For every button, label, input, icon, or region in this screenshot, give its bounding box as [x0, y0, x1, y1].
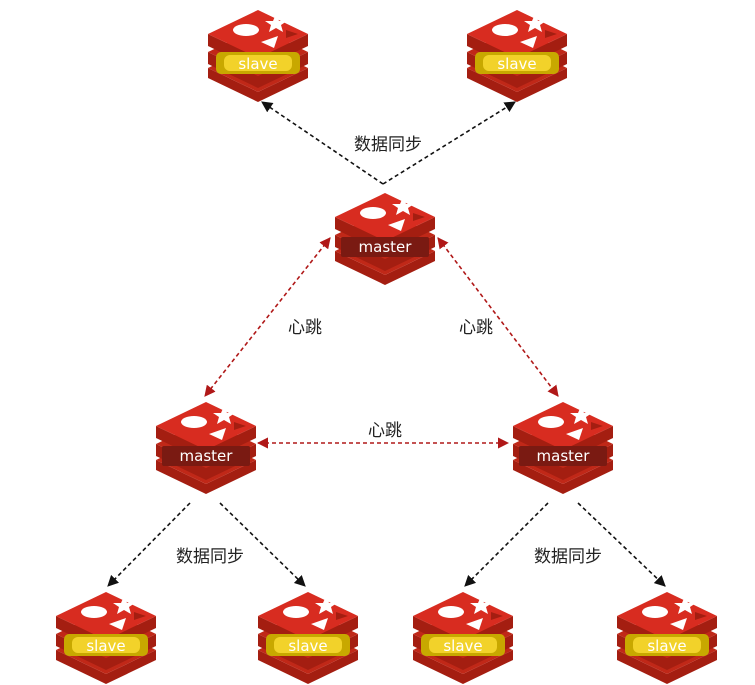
logo-triangle-icon: [520, 36, 537, 48]
logo-ellipse-icon: [81, 606, 107, 618]
logo-wedge-icon: [545, 30, 557, 38]
logo-wedge-icon: [491, 612, 503, 620]
slave-band-highlight: [72, 637, 140, 653]
logo-wedge-icon: [695, 612, 707, 620]
slave-label: slave: [647, 637, 686, 655]
logo-triangle-icon: [466, 618, 483, 630]
cube-layer-bottom: [156, 460, 256, 494]
edge-labels: 数据同步 心跳 心跳 心跳 数据同步 数据同步: [176, 135, 602, 567]
sync-label-left: 数据同步: [176, 547, 244, 567]
redis-node-top-slave-right: slave: [467, 10, 567, 102]
cube-layer-bottom: [413, 650, 513, 684]
slave-band-highlight: [224, 55, 292, 71]
logo-ellipse-icon: [283, 606, 309, 618]
logo-star-icon: [113, 596, 135, 614]
sync-edge-left-slave-2: [219, 502, 306, 587]
master-label: master: [180, 447, 234, 465]
slave-label: slave: [288, 637, 327, 655]
logo-ellipse-icon: [233, 24, 259, 36]
logo-star-icon: [524, 14, 546, 32]
slave-band-highlight: [633, 637, 701, 653]
logo-wedge-icon: [336, 612, 348, 620]
slave-label: slave: [238, 55, 277, 73]
logo-ellipse-icon: [438, 606, 464, 618]
cube-layer-bottom: [467, 68, 567, 102]
logo-star-icon: [470, 596, 492, 614]
sync-label-top: 数据同步: [354, 135, 422, 155]
logo-ellipse-icon: [360, 207, 386, 219]
sync-edge-top-slave-left: [261, 101, 384, 185]
logo-wedge-icon: [413, 213, 425, 221]
logo-ellipse-icon: [538, 416, 564, 428]
logo-star-icon: [315, 596, 337, 614]
cube-layer-bottom: [335, 251, 435, 285]
cube-layer-bottom: [258, 650, 358, 684]
logo-wedge-icon: [591, 422, 603, 430]
logo-star-icon: [570, 406, 592, 424]
heartbeat-label-middle: 心跳: [368, 421, 402, 441]
heartbeat-edge-top-left: [204, 237, 331, 397]
master-label: master: [359, 238, 413, 256]
edges: [107, 101, 666, 587]
slave-band-highlight: [429, 637, 497, 653]
master-band: [519, 446, 607, 466]
sync-edge-right-slave-2: [577, 502, 666, 587]
cube-layer-bottom: [208, 68, 308, 102]
slave-label: slave: [86, 637, 125, 655]
logo-triangle-icon: [670, 618, 687, 630]
logo-wedge-icon: [286, 30, 298, 38]
redis-node-right-slave-2: slave: [617, 592, 717, 684]
logo-triangle-icon: [209, 428, 226, 440]
slave-band-highlight: [274, 637, 342, 653]
logo-star-icon: [674, 596, 696, 614]
redis-node-left-slave-1: slave: [56, 592, 156, 684]
logo-ellipse-icon: [181, 416, 207, 428]
master-band: [341, 237, 429, 257]
master-label: master: [537, 447, 591, 465]
sync-edge-left-slave-1: [107, 502, 191, 587]
logo-star-icon: [213, 406, 235, 424]
logo-star-icon: [265, 14, 287, 32]
cube-layer-bottom: [617, 650, 717, 684]
heartbeat-edge-top-right: [437, 237, 559, 397]
redis-node-top-master: master: [335, 193, 435, 285]
sync-edge-right-slave-1: [464, 502, 549, 587]
redis-node-right-master: master: [513, 402, 613, 494]
heartbeat-label-left: 心跳: [288, 318, 322, 338]
slave-label: slave: [497, 55, 536, 73]
sync-label-right: 数据同步: [534, 547, 602, 567]
logo-wedge-icon: [234, 422, 246, 430]
logo-ellipse-icon: [492, 24, 518, 36]
redis-node-right-slave-1: slave: [413, 592, 513, 684]
slave-band-highlight: [483, 55, 551, 71]
master-band: [162, 446, 250, 466]
heartbeat-label-right: 心跳: [459, 318, 493, 338]
logo-triangle-icon: [566, 428, 583, 440]
logo-triangle-icon: [311, 618, 328, 630]
logo-triangle-icon: [261, 36, 278, 48]
logo-ellipse-icon: [642, 606, 668, 618]
redis-node-left-slave-2: slave: [258, 592, 358, 684]
sync-edge-top-slave-right: [382, 101, 516, 185]
logo-triangle-icon: [109, 618, 126, 630]
slave-label: slave: [443, 637, 482, 655]
logo-triangle-icon: [388, 219, 405, 231]
redis-node-top-slave-left: slave: [208, 10, 308, 102]
redis-node-left-master: master: [156, 402, 256, 494]
logo-wedge-icon: [134, 612, 146, 620]
cube-layer-bottom: [513, 460, 613, 494]
logo-star-icon: [392, 197, 414, 215]
cube-layer-bottom: [56, 650, 156, 684]
